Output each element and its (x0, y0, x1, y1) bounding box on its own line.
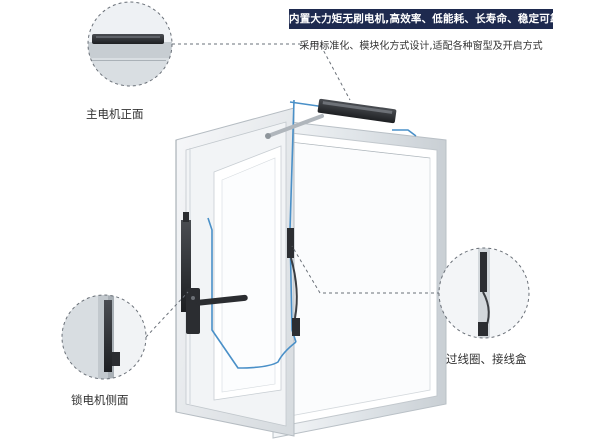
window-handle (186, 288, 248, 334)
motor-arm (265, 114, 324, 139)
detail-circle-wire-box (438, 247, 530, 339)
window-sash (175, 107, 295, 437)
leader-lines (145, 43, 440, 338)
caption-main-motor: 主电机正面 (86, 107, 144, 121)
subheadline: 采用标准化、模块化方式设计,适配各种窗型及开启方式 (299, 41, 543, 52)
detail-circle-main-motor (87, 1, 173, 87)
lock-motor (181, 212, 191, 312)
caption-lock-motor: 锁电机侧面 (71, 393, 129, 407)
caption-wire-box: 过线圈、接线盒 (446, 352, 527, 366)
detail-circle-lock-motor (61, 294, 147, 380)
main-motor (317, 98, 397, 124)
headline-banner: 内置大力矩无刷电机,高效率、低能耗、长寿命、稳定可靠 (289, 9, 561, 29)
wire-loop (287, 228, 300, 336)
window-frame (272, 119, 447, 439)
